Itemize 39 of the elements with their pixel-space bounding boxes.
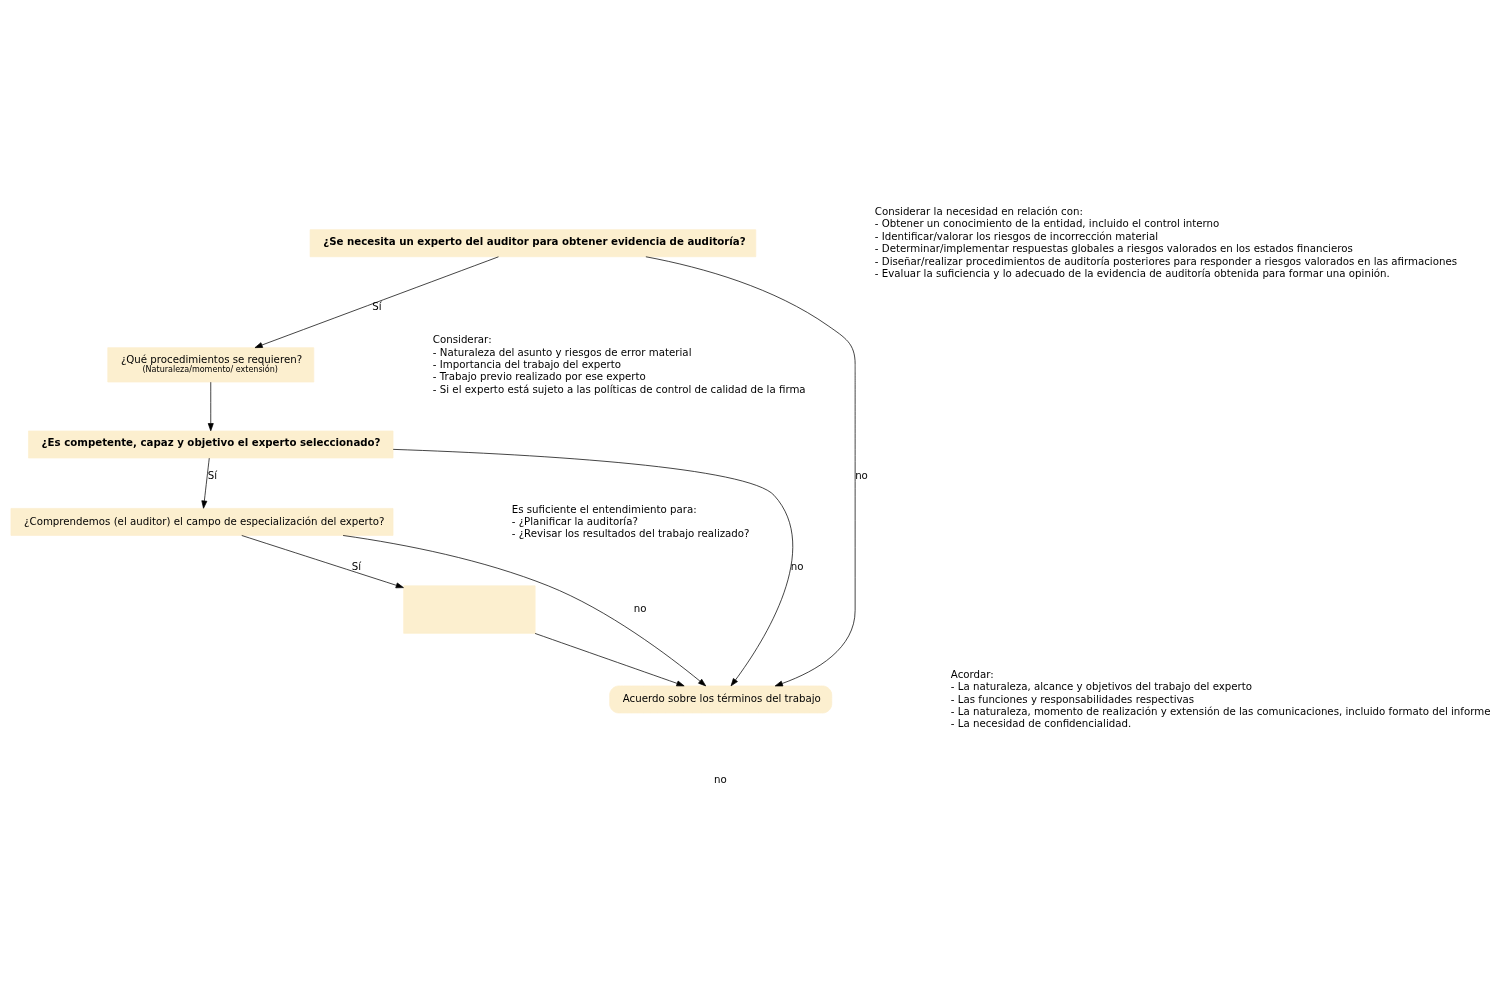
label: - Trabajo previo realizado por ese experto	[432, 371, 646, 383]
label: - ¿Revisar los resultados del trabajo realizado?	[511, 528, 750, 540]
label: - La naturaleza, momento de realización y extensión de las comunicaciones, incluido formato del informe	[950, 705, 1491, 717]
label: - Importancia del trabajo del experto	[432, 358, 622, 370]
edge-label: no	[855, 470, 868, 482]
label: - Diseñar/realizar procedimientos de auditoría posteriores para responder a riesgos valorados en las afirmaciones	[874, 255, 1458, 267]
edge-label: Sí	[351, 560, 362, 572]
label: Considerar:	[432, 334, 492, 346]
label: Acordar:	[950, 668, 994, 680]
arrow	[342, 535, 707, 687]
arrow	[254, 256, 499, 348]
label: no	[714, 773, 727, 785]
node-box: ¿Se necesita un experto del auditor para obtener evidencia de auditoría?	[309, 229, 757, 258]
label: - Evaluar la suficiencia y lo adecuado de la evidencia de auditoría obtenida para formar una opinión.	[874, 267, 1390, 279]
node-box: ¿Comprendemos (el auditor) el campo de especialización del experto?	[10, 508, 394, 536]
node-box: ¿Es competente, capaz y objetivo el experto seleccionado?	[28, 430, 394, 459]
label: - Determinar/implementar respuestas globales a riesgos valorados en los estados financieros	[874, 243, 1353, 255]
node-box: Acuerdo sobre los términos del trabajo	[609, 685, 833, 714]
arrow	[201, 457, 210, 509]
label: Es suficiente el entendimiento para:	[511, 503, 697, 515]
label: - La necesidad de confidencialidad.	[950, 718, 1132, 730]
label: - Obtener un conocimiento de la entidad, incluido el control interno	[874, 218, 1220, 230]
label: Considerar la necesidad en relación con:	[874, 205, 1083, 217]
edge-label: Sí	[207, 470, 218, 482]
arrow	[645, 256, 856, 687]
node-box	[403, 585, 536, 634]
arrow	[207, 381, 214, 432]
label: - Naturaleza del asunto y riesgos de error material	[432, 346, 692, 358]
arrow	[241, 535, 404, 589]
label: - ¿Planificar la auditoría?	[511, 516, 638, 527]
label: - Las funciones y responsabilidades respectivas	[950, 693, 1195, 705]
label: - Si el experto está sujeto a las políticas de control de calidad de la firma	[432, 383, 806, 395]
label: - La naturaleza, alcance y objetivos del trabajo del experto	[950, 681, 1253, 693]
edge-label: no	[633, 603, 647, 615]
arrow	[534, 633, 685, 687]
edge-label: no	[790, 560, 804, 572]
label: - Identificar/valorar los riesgos de incorrección material	[874, 230, 1159, 242]
arrow	[392, 449, 793, 687]
edge-label: Sí	[372, 300, 382, 312]
